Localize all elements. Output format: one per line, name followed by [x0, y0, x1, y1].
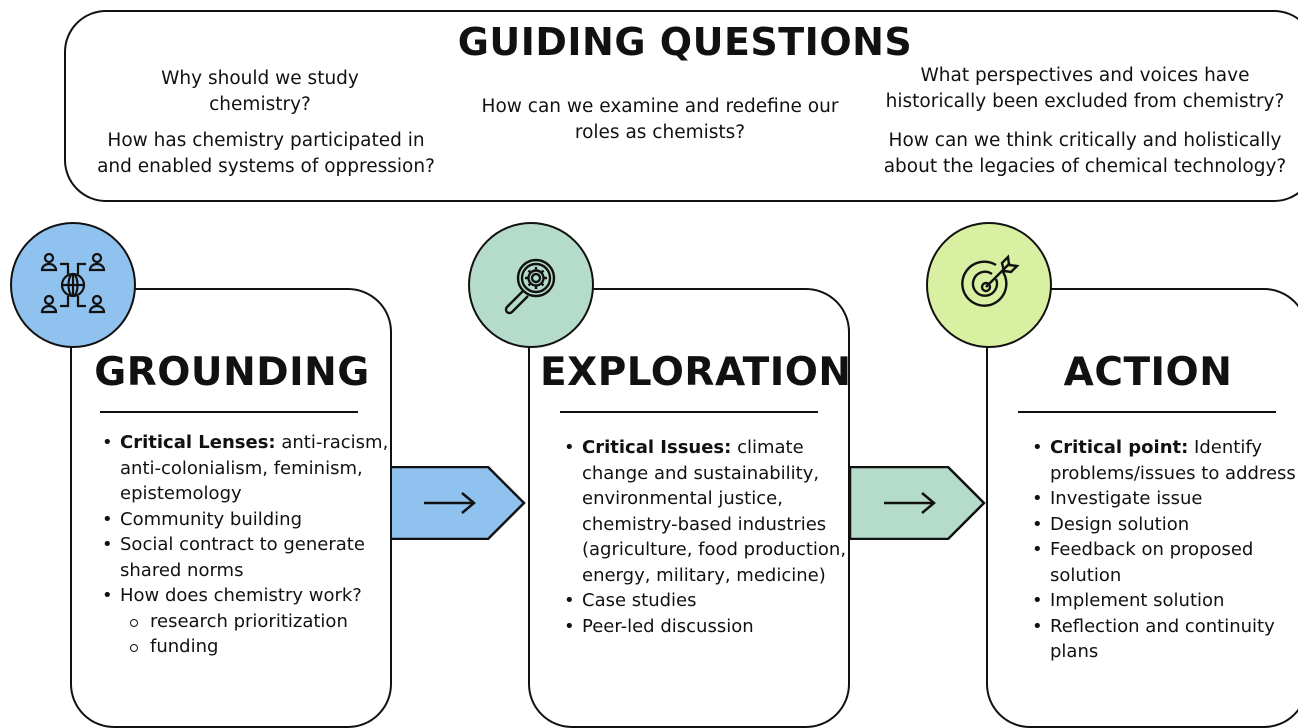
exploration-title: EXPLORATION [540, 350, 852, 395]
list-item: Peer-led discussion [564, 614, 854, 640]
connector-arrow-2 [848, 466, 986, 540]
list-item: Reflection and continuity plans [1032, 614, 1298, 665]
question-4: What perspectives and voices have histor… [885, 65, 1285, 112]
question-3: How can we examine and redefine our role… [481, 96, 839, 143]
action-title: ACTION [1063, 350, 1233, 395]
list-item: Design solution [1032, 512, 1298, 538]
grounding-title: GROUNDING [94, 350, 370, 395]
question-2: How has chemistry participated in and en… [97, 130, 435, 177]
list-item: Investigate issue [1032, 486, 1298, 512]
sub-list-item: funding [130, 634, 392, 660]
guiding-questions-title: GUIDING QUESTIONS [457, 20, 913, 64]
guiding-questions-box [64, 10, 1298, 202]
list-item: How does chemistry work? research priori… [102, 583, 392, 660]
grounding-badge [10, 222, 136, 348]
list-item: Critical Lenses: anti-racism, anti-colon… [102, 430, 392, 507]
action-divider [1018, 411, 1276, 413]
list-item: Social contract to generate shared norms [102, 532, 392, 583]
exploration-badge [468, 222, 594, 348]
target-arrow-icon [961, 254, 1020, 307]
connector-arrow-1 [388, 466, 526, 540]
list-item: Case studies [564, 588, 854, 614]
action-list: Critical point: Identify problems/issues… [1028, 435, 1298, 665]
list-item: Implement solution [1032, 588, 1298, 614]
exploration-list: Critical Issues: climate change and sust… [560, 435, 854, 639]
grounding-list: Critical Lenses: anti-racism, anti-colon… [98, 430, 392, 660]
list-item: Critical point: Identify problems/issues… [1032, 435, 1298, 486]
network-people-icon [40, 252, 106, 314]
list-item: Feedback on proposed solution [1032, 537, 1298, 588]
question-5: How can we think critically and holistic… [883, 130, 1287, 177]
magnifier-gear-icon [504, 258, 556, 315]
grounding-divider [100, 411, 358, 413]
sub-list-item: research prioritization [130, 609, 392, 635]
list-item: Community building [102, 507, 392, 533]
list-item: Critical Issues: climate change and sust… [564, 435, 854, 588]
exploration-divider [560, 411, 818, 413]
action-badge [926, 222, 1052, 348]
question-1: Why should we study chemistry? [161, 68, 359, 115]
